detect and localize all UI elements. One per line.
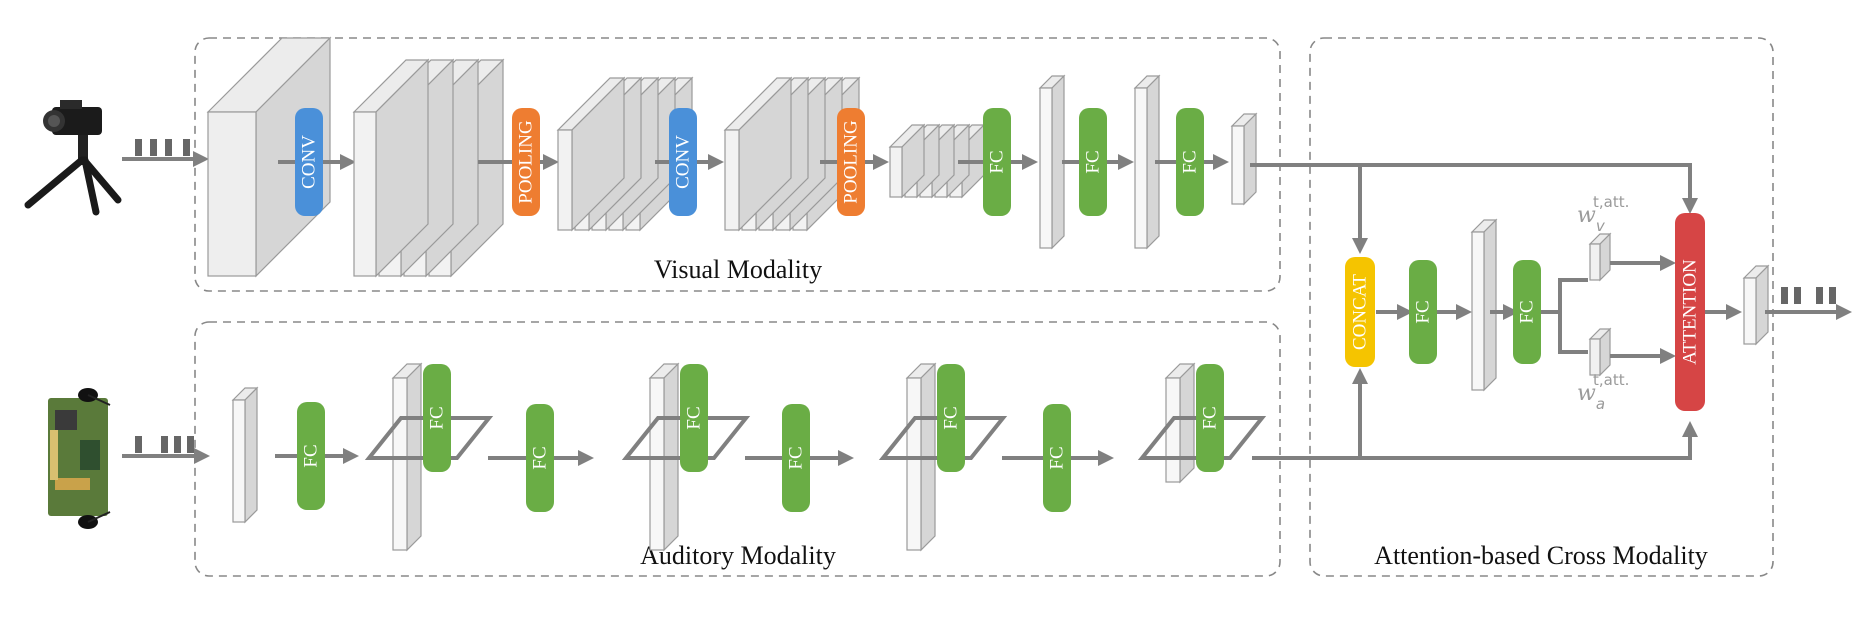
visual-fc-3-label: FC: [1180, 150, 1201, 173]
cross-fc-2: FC: [1513, 260, 1541, 364]
visual-fc-3: FC: [1176, 108, 1204, 216]
audio-fc-3-label: FC: [786, 446, 807, 469]
audio-input-frame: [231, 386, 259, 524]
visual-pooling-2: POOLING: [837, 108, 865, 216]
svg-text:wa: wa: [1577, 381, 1605, 413]
visual-input-frame: [206, 36, 332, 278]
audio-frame-bars: [135, 436, 194, 453]
visual-conv-1: CONV: [295, 108, 323, 216]
auditory-modality-label: Auditory Modality: [640, 541, 836, 570]
attention-block: ATTENTION: [1675, 213, 1705, 411]
audio-fc-4: FC: [1043, 404, 1071, 512]
visual-fc-vector-2: [1133, 74, 1161, 250]
attention-output-vector: [1742, 264, 1770, 346]
visual-weight-vector: [1588, 232, 1612, 282]
visual-fc-2-label: FC: [1083, 150, 1104, 173]
visual-to-attention-arrow: [1250, 163, 1698, 214]
audio-to-attention-arrow: [1252, 421, 1698, 460]
camera-on-tripod-icon: [24, 100, 122, 216]
microphone-board-icon: [48, 388, 111, 529]
svg-text:t,att.: t,att.: [1593, 371, 1629, 389]
audio-attention-weight-label: wa t,att.: [1577, 371, 1629, 413]
visual-fc-1-label: FC: [987, 150, 1008, 173]
audio-fc-3: FC: [782, 404, 810, 512]
cross-modality-box: [1309, 37, 1774, 577]
audio-recurrent-fc-1-label: FC: [427, 406, 448, 429]
visual-attention-weight-label: wv t,att.: [1577, 193, 1629, 235]
audio-recurrent-fc-4-label: FC: [1200, 406, 1221, 429]
svg-text:t,att.: t,att.: [1593, 193, 1629, 211]
audio-fc-2-label: FC: [530, 446, 551, 469]
visual-pooling-2-label: POOLING: [841, 120, 862, 204]
visual-conv-2: CONV: [669, 108, 697, 216]
audio-weight-vector: [1588, 327, 1612, 377]
visual-fc-2: FC: [1079, 108, 1107, 216]
visual-fc-1: FC: [983, 108, 1011, 216]
output-frame-bars: [1781, 287, 1836, 304]
video-frame-bars: [135, 139, 190, 156]
visual-fc-vector-1: [1038, 74, 1066, 250]
audio-recurrent-fc-1: FC: [423, 364, 451, 472]
audio-fc-2: FC: [526, 404, 554, 512]
auditory-modality-box: [194, 321, 1281, 577]
svg-text:wv: wv: [1577, 203, 1606, 235]
visual-pipeline: [122, 36, 1258, 278]
attention-block-label: ATTENTION: [1680, 259, 1701, 365]
feature-map-2-slab: [556, 76, 626, 232]
visual-pooling-1: POOLING: [512, 108, 540, 216]
visual-modality-label: Visual Modality: [654, 255, 822, 284]
layer-blocks: CONV POOLING CONV POOLING FC FC FC FC FC FC FC FC FC…: [295, 108, 1705, 512]
cross-fc-1: FC: [1409, 260, 1437, 364]
audio-recurrent-fc-3: FC: [937, 364, 965, 472]
audio-fc-1-label: FC: [301, 444, 322, 467]
audio-fc-1: FC: [297, 402, 325, 510]
cross-fc-1-label: FC: [1413, 300, 1434, 323]
feature-map-1-slab: [352, 58, 430, 278]
audio-recurrent-fc-4: FC: [1196, 364, 1224, 472]
concat-block-label: CONCAT: [1350, 274, 1371, 350]
cross-fc-2-label: FC: [1517, 300, 1538, 323]
visual-output-vector: [1230, 112, 1258, 206]
audio-pipeline: [122, 362, 1267, 552]
audio-recurrent-fc-2-label: FC: [684, 406, 705, 429]
cross-pipeline: [1250, 163, 1852, 460]
visual-conv-1-label: CONV: [299, 135, 320, 189]
audio-recurrent-fc-3-label: FC: [941, 406, 962, 429]
audio-fc-4-label: FC: [1047, 446, 1068, 469]
feature-map-4-slab: [888, 123, 926, 199]
concat-block: CONCAT: [1345, 257, 1375, 367]
visual-pooling-1-label: POOLING: [516, 120, 537, 204]
cross-fc-vector: [1470, 218, 1498, 392]
feature-map-3-slab: [723, 76, 793, 232]
audio-recurrent-fc-2: FC: [680, 364, 708, 472]
visual-conv-2-label: CONV: [673, 135, 694, 189]
weight-split-lines: [1541, 278, 1588, 354]
cross-modality-label: Attention-based Cross Modality: [1374, 541, 1708, 570]
